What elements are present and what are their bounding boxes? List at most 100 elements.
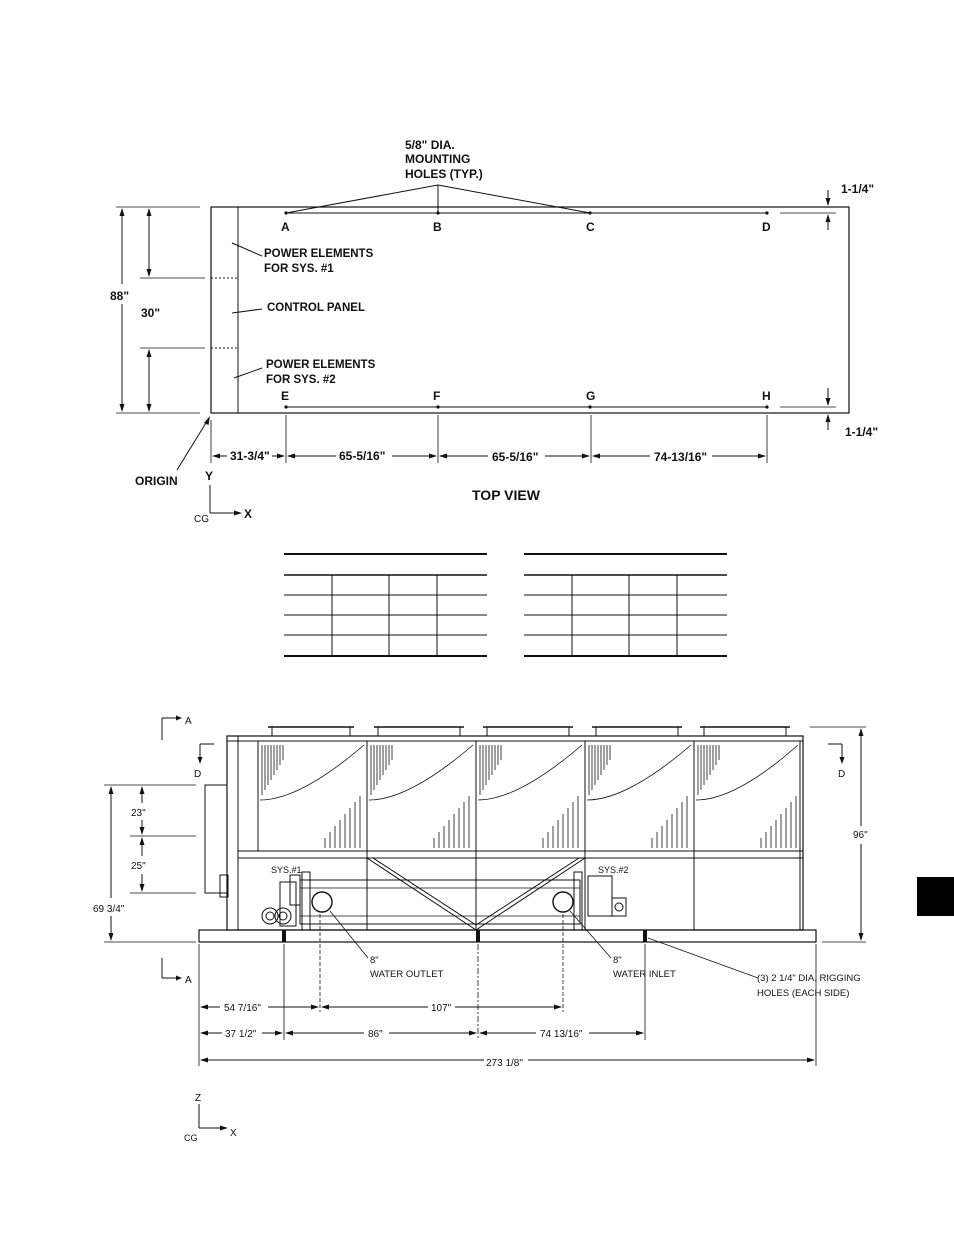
fan-1	[271, 726, 351, 737]
dim-edge-top: 1-1/4"	[841, 182, 874, 196]
section-d-right-letter: D	[838, 769, 845, 780]
arrow-r2b-r	[469, 1030, 477, 1036]
arrow-x3b	[582, 453, 590, 459]
side-view: A A D D	[93, 715, 868, 1143]
rigging-hole-1	[282, 930, 286, 942]
brace-1	[366, 857, 477, 931]
hole-b	[436, 211, 440, 215]
compressor-1-head	[289, 874, 301, 906]
hole-letter-d: D	[762, 220, 771, 234]
top-view-title: TOP VIEW	[472, 487, 541, 503]
arrow-r1a-r	[311, 1004, 319, 1010]
arrow-x3a	[439, 453, 447, 459]
rigging-hole-3	[643, 930, 647, 942]
compressor-1-motor-b	[274, 907, 292, 925]
axis-z-label: Z	[195, 1093, 201, 1104]
callout-power-sys1-1: POWER ELEMENTS	[264, 248, 374, 260]
compressor-1-motor-b-hub	[278, 911, 288, 921]
callout-power-sys2-1: POWER ELEMENTS	[266, 359, 376, 371]
hole-letter-c: C	[586, 220, 595, 234]
brace-2b	[475, 857, 580, 926]
leader-power-sys1	[231, 242, 263, 257]
hole-letter-f: F	[433, 389, 440, 403]
arrow-r2c-l	[479, 1030, 487, 1036]
dim-row2-2: 86"	[368, 1029, 383, 1040]
arrow-88-top	[119, 208, 125, 216]
hole-a	[284, 211, 288, 215]
arrow-x1a	[212, 453, 220, 459]
control-box	[204, 784, 228, 894]
axis-x-arrow	[234, 510, 242, 516]
rigging-hole-2	[476, 930, 480, 942]
mounting-holes-label-2: MOUNTING	[405, 152, 470, 166]
leader-control-panel	[231, 308, 263, 314]
coil-curve-3	[477, 744, 583, 801]
compressor-2-box	[611, 897, 627, 917]
arrow-edge-top-a	[825, 198, 831, 206]
dim-panel-width: 30"	[141, 306, 160, 320]
callout-power-sys2-2: FOR SYS. #2	[266, 374, 336, 386]
dim-x-f-g: 65-5/16"	[492, 450, 538, 464]
evap-flange-left	[301, 871, 311, 931]
hole-h	[765, 405, 769, 409]
fan-5	[703, 726, 787, 737]
hole-g	[588, 405, 592, 409]
dim-left-height: 69 3/4"	[93, 904, 125, 915]
arrow-30-edge-bottom	[146, 404, 152, 412]
arrow-r1b-l	[321, 1004, 329, 1010]
leader-rigging	[647, 937, 759, 979]
arrow-30-bottom	[146, 349, 152, 357]
arrow-6975-top	[108, 786, 114, 794]
arrow-overall-l	[200, 1057, 208, 1063]
arrow-23-top	[139, 786, 145, 794]
rigging-note-1: (3) 2 1/4" DIA. RIGGING	[757, 973, 861, 984]
leader-origin	[176, 417, 210, 471]
coil-curve-2	[368, 744, 474, 801]
unit-frame	[226, 735, 804, 931]
arrow-edge-top-b	[825, 214, 831, 222]
callout-control-panel: CONTROL PANEL	[267, 302, 365, 314]
cg-symbol: CG	[194, 514, 209, 525]
dim-x-origin-e: 31-3/4"	[230, 449, 270, 463]
arrow-overall-r	[807, 1057, 815, 1063]
compressor-1-motor-hub	[265, 911, 275, 921]
arrow-r1a-l	[200, 1004, 208, 1010]
dim-row1-2: 107"	[431, 1003, 452, 1014]
dim-lower: 25"	[131, 861, 146, 872]
leader-a	[285, 184, 439, 214]
hole-d	[765, 211, 769, 215]
control-box-latch	[219, 874, 229, 898]
hole-letter-h: H	[762, 389, 771, 403]
section-d-left-arrow	[197, 757, 203, 764]
water-outlet-label: WATER OUTLET	[370, 969, 444, 980]
dim-x-e-f: 65-5/16"	[339, 449, 385, 463]
arrow-x4b	[758, 453, 766, 459]
arrow-30-top	[146, 269, 152, 277]
arrow-edge-bottom-b	[825, 414, 831, 422]
water-outlet-nozzle	[311, 891, 333, 913]
dim-upper: 23"	[131, 808, 146, 819]
hole-letter-a: A	[281, 220, 290, 234]
top-view: 5/8" DIA. MOUNTING HOLES (TYP.) A B C D …	[110, 138, 878, 525]
arrow-88-bottom	[119, 404, 125, 412]
coil-curve-4	[586, 744, 692, 801]
water-inlet-size: 8"	[613, 955, 622, 966]
leader-water-outlet	[329, 910, 369, 959]
arrow-r1b-r	[554, 1004, 562, 1010]
water-outlet-size: 8"	[370, 955, 379, 966]
fan-4	[595, 726, 679, 737]
evap-flange-right	[573, 871, 583, 931]
fan-2	[377, 726, 461, 737]
leader-c	[437, 184, 591, 214]
mounting-holes-label-1: 5/8" DIA.	[405, 138, 455, 152]
arrow-r2c-r	[636, 1030, 644, 1036]
arrow-r2a-r	[275, 1030, 283, 1036]
arrow-r2b-l	[285, 1030, 293, 1036]
hole-letter-b: B	[433, 220, 442, 234]
arrow-25-top	[139, 837, 145, 845]
label-origin: ORIGIN	[135, 474, 178, 488]
axis-x2-label: X	[230, 1128, 237, 1139]
hole-c	[588, 211, 592, 215]
page-tab-marker	[917, 877, 954, 916]
section-a-top-arrow	[176, 715, 182, 721]
